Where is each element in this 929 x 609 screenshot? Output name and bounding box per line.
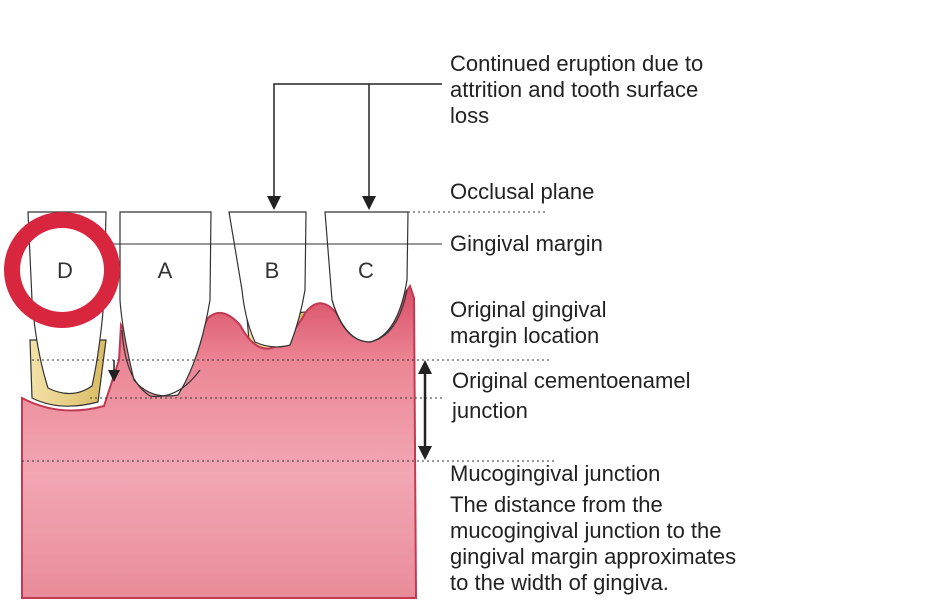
- mucogingival-junction-label: Mucogingival junction: [450, 461, 661, 486]
- tooth-d-crown: [27, 211, 107, 395]
- gingival-width-arrow-up-icon: [418, 360, 432, 374]
- original-gingival-line-1: Original gingival: [450, 297, 607, 322]
- width-note-line-2: mucogingival junction to the: [450, 518, 722, 543]
- arrowhead-b-icon: [267, 196, 281, 210]
- continued-eruption-line-1: Continued eruption due to: [450, 51, 704, 76]
- tooth-label-b: B: [265, 258, 280, 283]
- tooth-label-c: C: [358, 258, 374, 283]
- gingival-width-arrow-down-icon: [418, 446, 432, 460]
- original-gingival-line-2: margin location: [450, 323, 600, 348]
- gingival-margin-label: Gingival margin: [450, 231, 603, 256]
- continued-eruption-label: Continued eruption due to attrition and …: [450, 51, 703, 129]
- tooth-c-outline: [331, 289, 408, 343]
- eruption-bracket: [273, 83, 442, 198]
- original-gingival-margin-label: Original gingival margin location: [450, 297, 607, 349]
- width-note-line-4: to the width of gingiva.: [450, 570, 669, 595]
- tooth-a-outline: [121, 329, 201, 398]
- original-cej-label: Original cementoenamel junction: [452, 368, 690, 424]
- original-cej-line-1: Original cementoenamel: [452, 368, 691, 393]
- occlusal-plane-label: Occlusal plane: [450, 179, 595, 204]
- highlight-ring: [4, 212, 120, 328]
- gingiva-width-note: The distance from the mucogingival junct…: [450, 492, 736, 596]
- arrowhead-c-icon: [362, 196, 376, 210]
- tooth-a-crown: [119, 211, 212, 397]
- continued-eruption-line-3: loss: [450, 103, 490, 128]
- tooth-label-a: A: [158, 258, 173, 283]
- tooth-label-d: D: [57, 258, 73, 283]
- width-note-line-1: The distance from the: [450, 492, 663, 517]
- continued-eruption-line-2: attrition and tooth surface: [450, 77, 699, 102]
- width-note-line-3: gingival margin approximates: [450, 544, 737, 569]
- recession-arrowhead-icon: [108, 370, 120, 382]
- original-cej-line-2: junction: [452, 398, 528, 423]
- tooth-b-crown: [228, 211, 307, 348]
